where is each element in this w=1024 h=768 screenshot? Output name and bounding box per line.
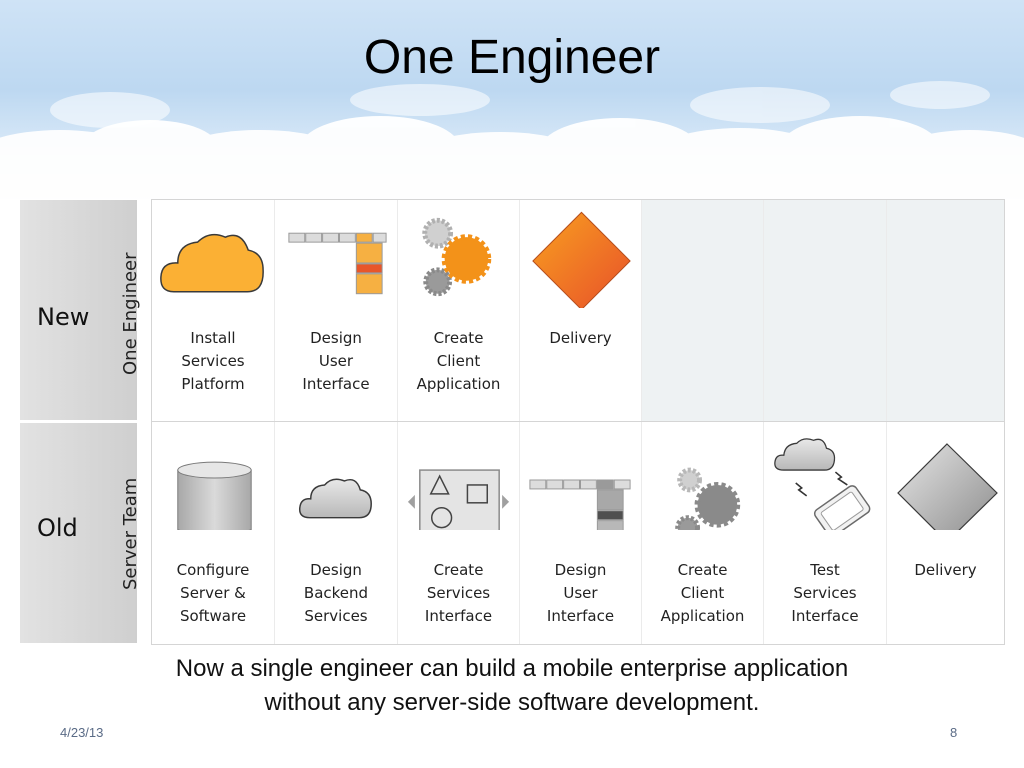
team-label-new: One Engineer [120,252,141,375]
step-new-delivery: Delivery [520,200,642,422]
row-header-old: Old Server Team [20,423,141,643]
ui-layout-icon [529,479,631,530]
team-label-old: Server Team [120,477,141,590]
gears-icon [422,217,492,297]
cloud-icon [160,233,264,293]
row-label-new: New [37,303,90,331]
cloud-phone-icon [774,438,871,530]
diamond-icon [897,443,998,530]
empty-slot [887,200,1004,422]
slide-caption: Now a single engineer can build a mobile… [175,655,849,716]
slide-date: 4/23/13 [60,725,104,740]
gears-icon [675,467,741,530]
server-cylinder-icon [177,461,252,530]
empty-slot [764,200,887,422]
cloud-icon [298,478,372,519]
empty-slot [642,200,764,422]
step-label: Delivery [549,329,612,347]
sky-background [0,0,1024,200]
slide-title: One Engineer [363,31,661,84]
slide-page-number: 8 [950,725,958,740]
row-label-old: Old [37,514,78,542]
diamond-icon [532,211,631,308]
row-header-new: New One Engineer [20,200,141,420]
shapes-interface-icon [407,469,510,530]
step-label: Delivery [914,561,977,579]
step-old-delivery: Delivery [887,422,1004,644]
ui-layout-icon [288,232,387,295]
